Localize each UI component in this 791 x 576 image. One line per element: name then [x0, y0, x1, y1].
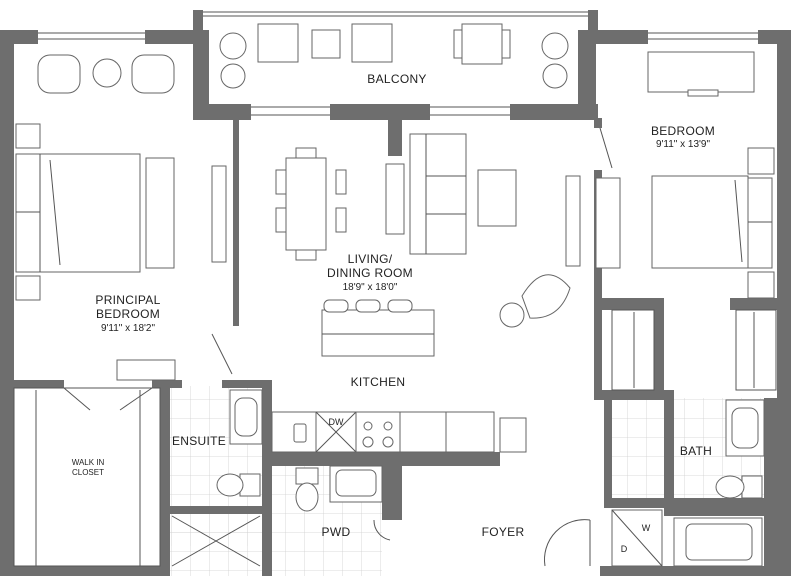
- label-living-line2: DINING ROOM: [327, 266, 413, 280]
- label-living-line1: LIVING/: [348, 252, 393, 266]
- kitchen-counter: [271, 411, 527, 453]
- doors: [63, 127, 613, 567]
- label-bath: BATH: [680, 444, 712, 458]
- plant-icon: [220, 63, 246, 89]
- label-washer: W: [642, 523, 651, 533]
- label-walk-in-line1: WALK IN: [72, 458, 105, 467]
- label-dryer: D: [621, 544, 628, 554]
- walls: [0, 10, 791, 576]
- label-kitchen: KITCHEN: [351, 375, 406, 389]
- label-principal-line1: PRINCIPAL: [95, 293, 160, 307]
- principal-bedroom-furniture: [15, 54, 227, 301]
- plant-icon: [542, 63, 568, 89]
- bedroom-furniture: [565, 51, 775, 299]
- label-living-dim: 18'9" x 18'0": [343, 282, 398, 293]
- bathroom-fixtures: [171, 389, 765, 567]
- closets: [13, 309, 777, 567]
- label-principal-dim: 9'11" x 18'2": [101, 323, 156, 334]
- label-ensuite: ENSUITE: [172, 434, 226, 448]
- balcony-furniture: [219, 23, 569, 89]
- label-dishwasher: DW: [329, 417, 344, 427]
- living-furniture: [275, 133, 571, 357]
- label-bedroom-dim: 9'11" x 13'9": [656, 139, 711, 150]
- label-bedroom: BEDROOM: [651, 124, 715, 138]
- label-pwd: PWD: [322, 525, 351, 539]
- label-balcony: BALCONY: [367, 72, 426, 86]
- room-labels: BALCONY BEDROOM 9'11" x 13'9" LIVING/ DI…: [72, 72, 715, 554]
- label-walk-in-line2: CLOSET: [72, 468, 104, 477]
- plant-icon: [541, 32, 569, 60]
- label-foyer: FOYER: [482, 525, 525, 539]
- label-principal-line2: BEDROOM: [96, 307, 160, 321]
- windows: [38, 11, 758, 116]
- plant-icon: [219, 32, 247, 60]
